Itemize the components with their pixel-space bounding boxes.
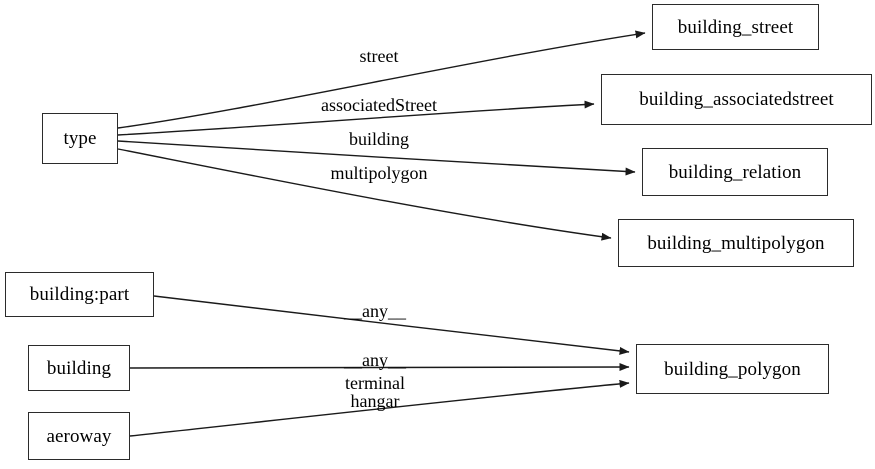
node-building_associatedstreet[interactable]: building_associatedstreet (601, 74, 872, 125)
node-label: aeroway (46, 425, 112, 447)
node-building_multipolygon[interactable]: building_multipolygon (618, 219, 854, 267)
node-building[interactable]: building (28, 345, 130, 391)
node-label: type (63, 128, 97, 149)
node-label: building_multipolygon (647, 232, 825, 254)
edge-label-type-to-building_street: street (359, 46, 399, 66)
edge-label-type-to-building_multipolygon: multipolygon (330, 163, 428, 183)
edge-label-building_part-to-building_polygon: __any__ (344, 301, 406, 321)
node-label: building_relation (668, 161, 802, 183)
edge-label-type-to-building_relation: building (348, 129, 410, 149)
edge-label-building-to-building_polygon: __any__ (344, 350, 406, 370)
node-label: building:part (29, 284, 130, 305)
node-label: building_associatedstreet (639, 89, 834, 110)
edge-label-type-to-building_associatedstreet: associatedStreet (321, 95, 437, 115)
node-label: building_polygon (664, 358, 801, 380)
node-label: building (46, 357, 112, 379)
node-label: building_street (677, 16, 794, 38)
node-building_street[interactable]: building_street (652, 4, 819, 50)
node-aeroway[interactable]: aeroway (28, 412, 130, 460)
node-building_relation[interactable]: building_relation (642, 148, 828, 196)
node-building_polygon[interactable]: building_polygon (636, 344, 829, 394)
node-building_part[interactable]: building:part (5, 272, 154, 317)
node-type[interactable]: type (42, 113, 118, 164)
